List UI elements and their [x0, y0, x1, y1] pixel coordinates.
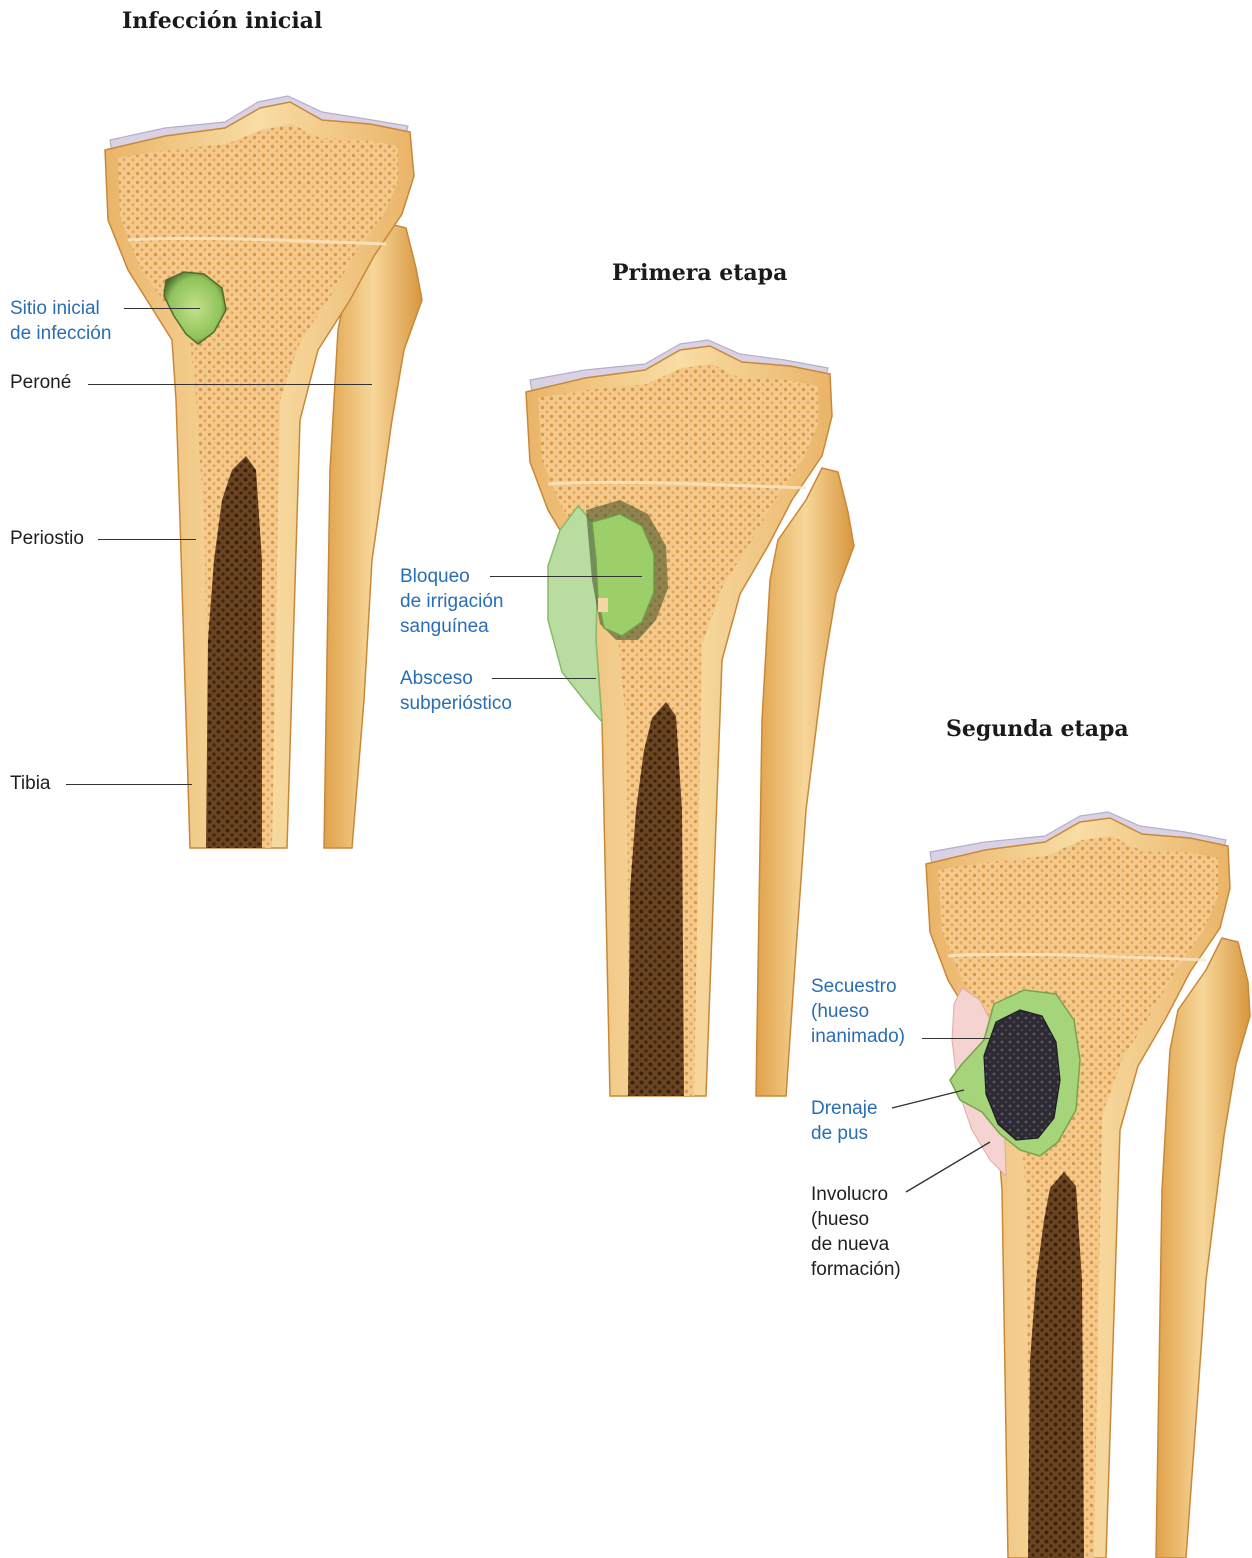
panel-initial-title: Infección inicial	[122, 8, 322, 34]
label-line: de pus	[811, 1121, 878, 1146]
panel-initial-bone	[105, 96, 422, 848]
panel-first-title: Primera etapa	[612, 260, 787, 286]
label-line: Involucro	[811, 1182, 901, 1207]
panel-second-title: Segunda etapa	[946, 716, 1129, 742]
leader-line	[124, 308, 200, 309]
label-line: (hueso	[811, 999, 905, 1024]
label-fibula: Peroné	[10, 370, 71, 395]
label-line: Bloqueo	[400, 564, 504, 589]
label-line: Sitio inicial	[10, 296, 111, 321]
fibula-bone	[1156, 938, 1250, 1558]
label-blood-block: Bloqueo de irrigación sanguínea	[400, 564, 504, 639]
label-line: de irrigación	[400, 589, 504, 614]
label-line: Secuestro	[811, 974, 905, 999]
leader-line	[98, 539, 196, 540]
leader-line	[88, 384, 372, 385]
label-periosteum: Periostio	[10, 526, 84, 551]
label-line: subperióstico	[400, 691, 512, 716]
leader-line	[922, 1038, 1018, 1039]
label-line: formación)	[811, 1257, 901, 1282]
label-pus-drain: Drenaje de pus	[811, 1096, 878, 1146]
label-involucrum: Involucro (hueso de nueva formación)	[811, 1182, 901, 1282]
label-tibia: Tibia	[10, 771, 50, 796]
label-line: de infección	[10, 321, 111, 346]
label-line: de nueva	[811, 1232, 901, 1257]
leader-line	[492, 678, 596, 679]
leader-line	[66, 784, 192, 785]
label-abscess: Absceso subperióstico	[400, 666, 512, 716]
label-sequestrum: Secuestro (hueso inanimado)	[811, 974, 905, 1049]
label-line: Drenaje	[811, 1096, 878, 1121]
label-line: inanimado)	[811, 1024, 905, 1049]
leader-line	[490, 576, 642, 577]
label-infection-site: Sitio inicial de infección	[10, 296, 111, 346]
label-line: sanguínea	[400, 614, 504, 639]
panel-second-bone	[926, 812, 1250, 1558]
label-line: (hueso	[811, 1207, 901, 1232]
panel-first-bone	[526, 340, 854, 1096]
